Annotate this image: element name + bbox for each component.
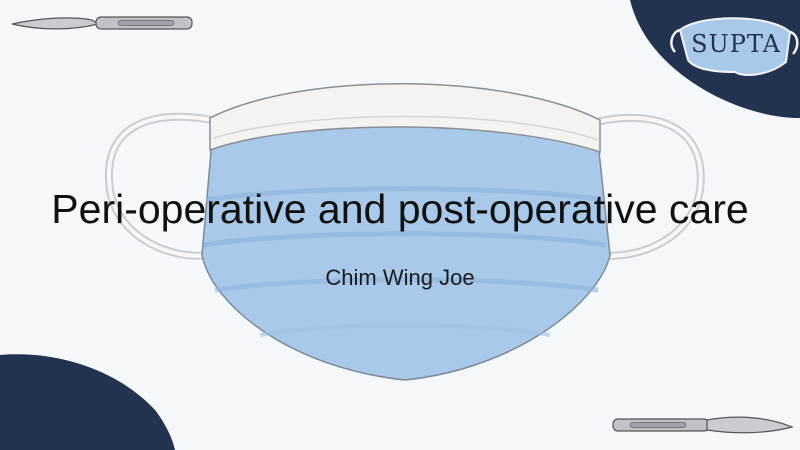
surgical-mask-illustration [104, 83, 705, 381]
slide-title: Peri-operative and post-operative care [51, 186, 749, 232]
supta-logo-text: SUPTA [691, 30, 781, 58]
scalpel-icon-bottom [612, 416, 794, 434]
scalpel-icon [11, 16, 193, 30]
slide-subtitle: Chim Wing Joe [325, 265, 475, 290]
supta-logo-icon [670, 17, 799, 76]
corner-shape-bottom-left [0, 354, 175, 450]
